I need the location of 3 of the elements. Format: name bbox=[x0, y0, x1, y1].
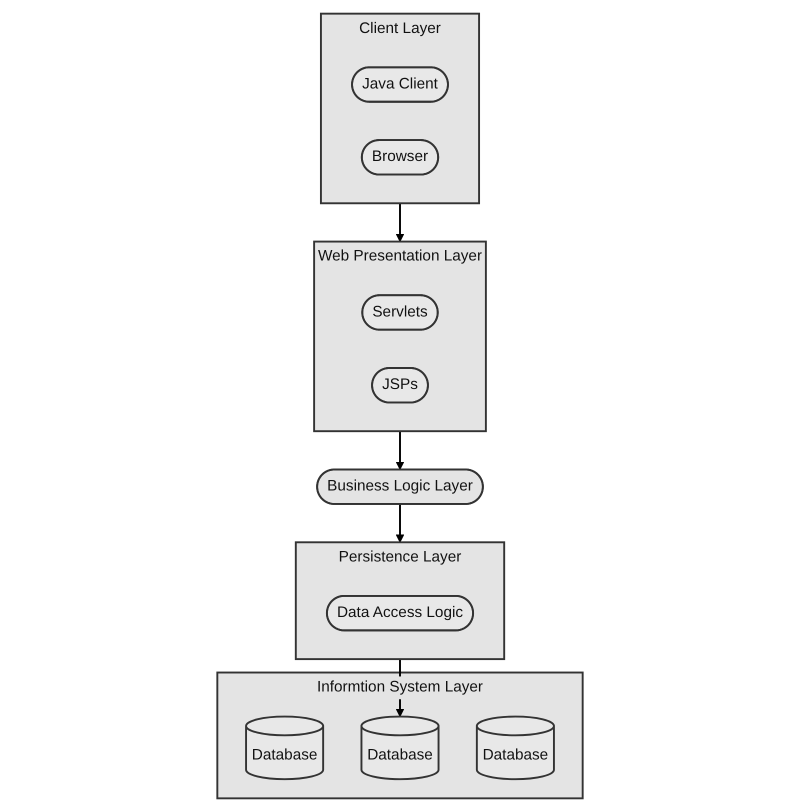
arrow bbox=[396, 202, 404, 242]
arrow bbox=[396, 503, 404, 542]
arrow bbox=[396, 430, 404, 470]
